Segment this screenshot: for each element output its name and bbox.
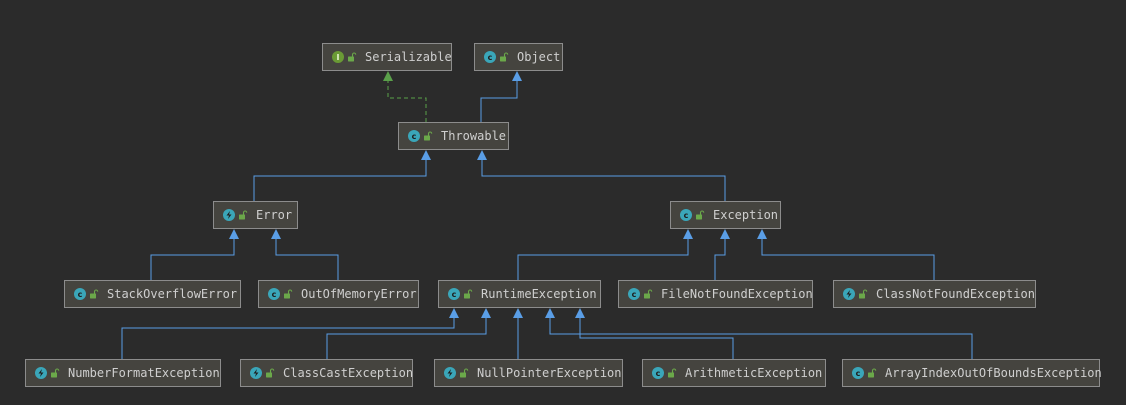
- class-node-label: Error: [256, 208, 293, 222]
- class-node-label: ClassCastException: [283, 366, 414, 380]
- edge-classnotfoundexception-to-exception: [757, 229, 935, 280]
- class-icon: c: [408, 130, 420, 142]
- public-lock-icon: [348, 52, 357, 62]
- public-lock-icon: [460, 368, 469, 378]
- public-lock-icon: [500, 52, 509, 62]
- class-icon: c: [484, 51, 496, 63]
- class-icon: c: [680, 209, 692, 221]
- class-node-label: RuntimeException: [481, 287, 597, 301]
- class-node-numberformatexception[interactable]: NumberFormatException: [25, 359, 221, 387]
- class-node-label: Serializable: [365, 50, 452, 64]
- class-node-outofmemoryerror[interactable]: c OutOfMemoryError: [258, 280, 419, 308]
- exception-class-icon: [35, 367, 47, 379]
- class-node-runtimeexception[interactable]: c RuntimeException: [438, 280, 601, 308]
- edge-throwable-to-object: [480, 71, 522, 122]
- class-node-object[interactable]: c Object: [474, 43, 563, 71]
- class-node-label: ArithmeticException: [685, 366, 823, 380]
- edge-arrayindexoutofboundsexception-to-runtimeexception: [545, 308, 973, 359]
- public-lock-icon: [424, 131, 433, 141]
- class-icon: c: [448, 288, 460, 300]
- edge-stackoverflowerror-to-error: [150, 229, 239, 280]
- class-icon: c: [852, 367, 864, 379]
- class-icon: c: [652, 367, 664, 379]
- interface-icon: I: [332, 51, 344, 63]
- public-lock-icon: [51, 368, 60, 378]
- public-lock-icon: [696, 210, 705, 220]
- class-node-label: NullPointerException: [477, 366, 622, 380]
- class-node-label: Object: [517, 50, 561, 64]
- class-node-serializable[interactable]: I Serializable: [322, 43, 452, 71]
- public-lock-icon: [239, 210, 248, 220]
- public-lock-icon: [90, 289, 99, 299]
- class-icon: c: [74, 288, 86, 300]
- class-icon: c: [628, 288, 640, 300]
- class-node-classcastexception[interactable]: ClassCastException: [240, 359, 413, 387]
- public-lock-icon: [868, 368, 877, 378]
- public-lock-icon: [464, 289, 473, 299]
- edge-classcastexception-to-runtimeexception: [326, 308, 491, 359]
- class-node-label: StackOverflowError: [107, 287, 238, 301]
- class-node-arrayindexoutofboundsexception[interactable]: c ArrayIndexOutOfBoundsException: [842, 359, 1102, 387]
- class-node-label: ArrayIndexOutOfBoundsException: [885, 366, 1102, 380]
- edge-error-to-throwable: [253, 150, 431, 201]
- edge-numberformatexception-to-runtimeexception: [121, 308, 459, 359]
- class-node-throwable[interactable]: c Throwable: [398, 122, 509, 150]
- public-lock-icon: [284, 289, 293, 299]
- edge-throwable-to-serializable: [383, 71, 427, 122]
- public-lock-icon: [644, 289, 653, 299]
- class-node-label: Exception: [713, 208, 779, 222]
- public-lock-icon: [266, 368, 275, 378]
- class-node-exception[interactable]: c Exception: [670, 201, 781, 229]
- edge-outofmemoryerror-to-error: [271, 229, 339, 280]
- edge-filenotfoundexception-to-exception: [714, 229, 730, 280]
- class-node-nullpointerexception[interactable]: NullPointerException: [434, 359, 623, 387]
- class-node-label: NumberFormatException: [68, 366, 220, 380]
- edge-arithmeticexception-to-runtimeexception: [575, 308, 734, 359]
- class-node-label: Throwable: [441, 129, 507, 143]
- edge-runtimeexception-to-exception: [517, 229, 693, 280]
- class-node-error[interactable]: Error: [213, 201, 298, 229]
- class-node-label: FileNotFoundException: [661, 287, 813, 301]
- class-node-classnotfoundexception[interactable]: ClassNotFoundException: [833, 280, 1036, 308]
- class-node-stackoverflowerror[interactable]: c StackOverflowError: [64, 280, 241, 308]
- edge-nullpointerexception-to-runtimeexception: [513, 308, 523, 359]
- exception-class-icon: [843, 288, 855, 300]
- exception-class-icon: [223, 209, 235, 221]
- class-node-label: ClassNotFoundException: [876, 287, 1035, 301]
- public-lock-icon: [859, 289, 868, 299]
- edge-exception-to-throwable: [477, 150, 726, 201]
- exception-class-icon: [444, 367, 456, 379]
- class-node-filenotfoundexception[interactable]: c FileNotFoundException: [618, 280, 813, 308]
- public-lock-icon: [668, 368, 677, 378]
- class-node-label: OutOfMemoryError: [301, 287, 417, 301]
- exception-class-icon: [250, 367, 262, 379]
- class-node-arithmeticexception[interactable]: c ArithmeticException: [642, 359, 826, 387]
- class-icon: c: [268, 288, 280, 300]
